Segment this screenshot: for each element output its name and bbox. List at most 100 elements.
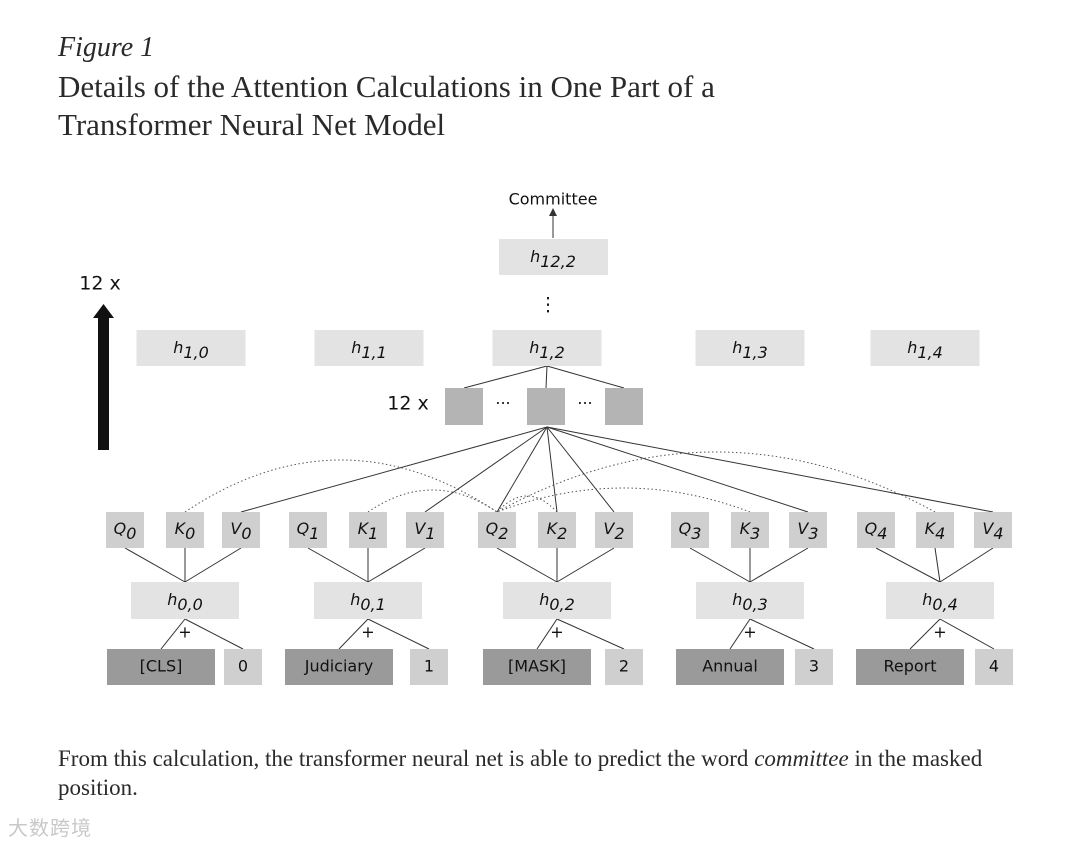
pos-link-3 [749, 618, 815, 650]
head-box-2 [605, 388, 643, 425]
layer0-box-0 [131, 582, 239, 619]
layer0-label-3: h0,3 [732, 590, 768, 614]
layer0-label-0: h0,0 [167, 590, 203, 614]
pos-link-2 [556, 618, 625, 650]
token-link-1 [338, 618, 369, 650]
token-label-4: Report [883, 657, 936, 676]
hidden-box-top [499, 239, 608, 275]
k-label-2: K2 [547, 519, 568, 543]
layer0-box-3 [696, 582, 804, 619]
position-label-2: 2 [619, 657, 629, 676]
qkv-link-3-2 [749, 547, 809, 583]
q-box-4 [857, 512, 895, 548]
q-box-1 [289, 512, 327, 548]
layer-repeat-arrow-head [93, 304, 114, 318]
token-link-2 [536, 618, 558, 650]
token-label-3: Annual [702, 657, 758, 676]
plus-sign-3: + [743, 623, 756, 642]
v-label-1: V1 [414, 519, 435, 543]
position-box-0 [224, 649, 262, 685]
qkv-link-4-2 [939, 547, 994, 583]
head-box-1 [527, 388, 565, 425]
plus-sign-4: + [933, 623, 946, 642]
figure-label: Figure 1 [58, 32, 155, 63]
q-box-0 [106, 512, 144, 548]
q-box-3 [671, 512, 709, 548]
hidden-label-top: h12,2 [530, 247, 576, 271]
k-label-0: K0 [175, 519, 196, 543]
caption-italic-word: committee [754, 746, 849, 771]
token-link-4 [909, 618, 941, 650]
qkv-link-0-0 [124, 547, 186, 583]
token-box-0 [107, 649, 215, 685]
k-box-0 [166, 512, 204, 548]
q-label-2: Q2 [486, 519, 509, 543]
position-label-4: 4 [989, 657, 999, 676]
layer0-box-4 [886, 582, 994, 619]
qkv-link-4-0 [875, 547, 941, 583]
pos-link-0 [184, 618, 244, 650]
head-link-2 [546, 365, 625, 389]
v-label-0: V0 [230, 519, 251, 543]
head-link-0 [463, 365, 548, 389]
layer1-label-1: h1,1 [351, 338, 387, 362]
qkv-link-2-2 [556, 547, 615, 583]
layer1-box-0 [136, 330, 246, 366]
layer1-label-2: h1,2 [529, 338, 565, 362]
layer0-box-2 [503, 582, 611, 619]
layer1-box-2 [492, 330, 602, 366]
k-label-3: K3 [740, 519, 761, 543]
layer1-box-4 [870, 330, 980, 366]
token-link-0 [160, 618, 186, 650]
head-link-1 [545, 365, 548, 389]
q-label-0: Q0 [114, 519, 137, 543]
token-link-3 [729, 618, 751, 650]
position-label-1: 1 [424, 657, 434, 676]
q-label-4: Q4 [865, 519, 888, 543]
layer0-label-1: h0,1 [350, 590, 386, 614]
repeat-heads-label: 12 x [387, 393, 428, 415]
vertical-ellipsis: ⋮ [539, 294, 558, 316]
pos-link-1 [367, 618, 430, 650]
layer1-label-4: h1,4 [907, 338, 943, 362]
qkv-link-3-0 [689, 547, 751, 583]
figure-title: Details of the Attention Calculations in… [58, 69, 715, 142]
token-box-1 [285, 649, 393, 685]
attn-arc-4 [496, 451, 936, 513]
attn-line-v1 [424, 426, 548, 513]
position-box-3 [795, 649, 833, 685]
k-label-1: K1 [358, 519, 379, 543]
position-box-2 [605, 649, 643, 685]
attn-line-v0 [240, 426, 548, 513]
attn-arc-1 [367, 489, 498, 513]
plus-sign-1: + [361, 623, 374, 642]
qkv-link-4-1 [934, 547, 941, 583]
v-box-0 [222, 512, 260, 548]
qkv-link-1-2 [367, 547, 426, 583]
attn-line-v2 [546, 426, 615, 513]
token-label-0: [CLS] [140, 657, 183, 676]
token-box-2 [483, 649, 591, 685]
qkv-link-1-0 [307, 547, 369, 583]
caption-text-after: in the masked position. [58, 746, 983, 800]
head-box-0 [445, 388, 483, 425]
k-box-3 [731, 512, 769, 548]
layer1-label-3: h1,3 [732, 338, 768, 362]
repeat-outer-label: 12 x [79, 273, 120, 295]
head-dots-left: ··· [495, 394, 510, 413]
layer1-box-1 [314, 330, 424, 366]
position-label-3: 3 [809, 657, 819, 676]
layer1-label-0: h1,0 [173, 338, 209, 362]
head-dots-right: ··· [577, 394, 592, 413]
q-label-3: Q3 [679, 519, 702, 543]
q-label-1: Q1 [297, 519, 320, 543]
token-box-4 [856, 649, 964, 685]
position-box-4 [975, 649, 1013, 685]
v-label-4: V4 [982, 519, 1003, 543]
token-box-3 [676, 649, 784, 685]
caption-text-before: From this calculation, the transformer n… [58, 746, 755, 771]
token-label-1: Judiciary [304, 657, 374, 676]
v-box-2 [595, 512, 633, 548]
v-label-2: V2 [603, 519, 624, 543]
